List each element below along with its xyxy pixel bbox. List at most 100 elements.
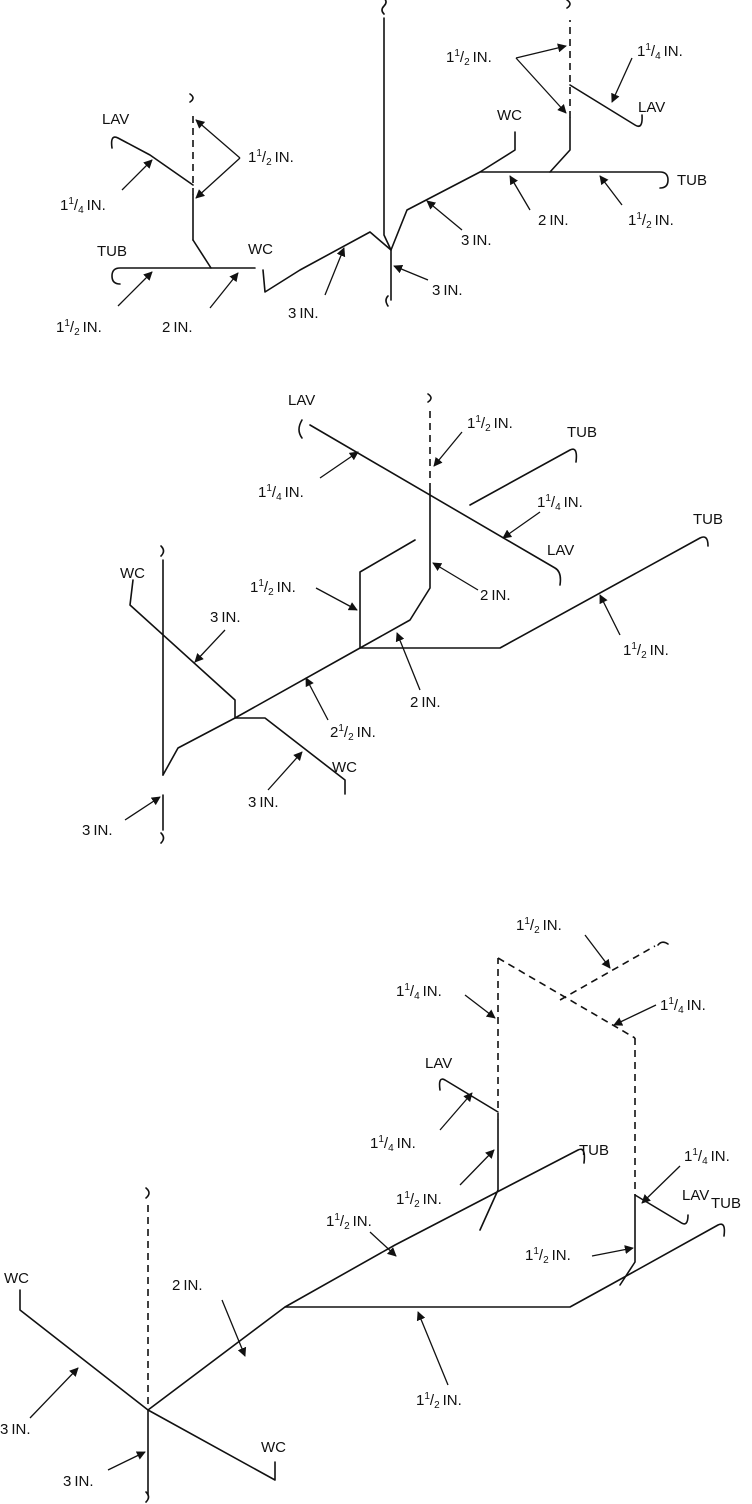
lav-branch-right [634,1194,689,1225]
leader-arrow [426,200,463,231]
svg-text:3IN.: 3IN. [288,305,319,322]
right-stack [549,117,571,173]
svg-text:3IN.: 3IN. [432,282,463,299]
tub-branch-left [111,267,256,285]
fixture-label-wc: WC [4,1270,29,1287]
diagram-1-piping [110,0,669,307]
leader-arrow [395,632,421,691]
leader-arrow [591,1245,634,1257]
svg-text:11/4IN.: 11/4IN. [684,1147,730,1167]
svg-text:11/2IN.: 11/2IN. [516,916,562,936]
break-symbol [385,295,389,307]
lav-branch [309,424,562,586]
svg-text:2IN.: 2IN. [162,319,193,336]
svg-text:11/4IN.: 11/4IN. [370,1134,416,1154]
svg-text:11/2IN.: 11/2IN. [326,1212,372,1232]
fixture-label-tub: TUB [693,511,723,528]
fixture-label-wc: WC [120,565,145,582]
leader-arrow [124,796,161,821]
leader-arrow [502,511,541,539]
svg-text:21/2IN.: 21/2IN. [330,723,376,743]
tub-branch [469,448,578,506]
fixture-label-wc: WC [497,107,522,124]
leader-arrow [509,175,531,211]
leader-arrow [107,1451,146,1471]
lav-branch-left [110,136,194,186]
fixture-label-lav: LAV [102,111,129,128]
diagram-2-piping [129,393,709,844]
break-symbol [566,0,571,9]
lower-branch [284,1223,726,1308]
svg-text:11/4IN.: 11/4IN. [396,982,442,1002]
svg-text:3IN.: 3IN. [63,1473,94,1490]
tub-branch-right [479,171,669,189]
diagram-2-fixture-labels: LAV TUB LAV TUB WC WC [120,392,723,776]
break-symbol [381,0,387,15]
svg-text:11/4IN.: 11/4IN. [660,996,706,1016]
fixture-label-tub: TUB [677,172,707,189]
leader-arrow [459,1149,495,1186]
svg-text:11/4IN.: 11/4IN. [537,493,583,513]
leader-arrow [315,587,358,611]
svg-text:11/4IN.: 11/4IN. [258,483,304,503]
break-symbol [160,545,165,557]
fixture-label-lav: LAV [638,99,665,116]
leader-arrow [369,1231,397,1257]
leader-arrow [439,1092,473,1131]
break-symbol [657,941,669,946]
leader-arrow [319,451,359,479]
svg-text:3IN.: 3IN. [82,822,113,839]
leader-arrow [584,934,611,969]
svg-text:3IN.: 3IN. [461,232,492,249]
break-symbol [189,93,194,103]
break-symbol [145,1491,150,1503]
wc-branch-right [390,131,516,251]
break-symbol [427,393,432,403]
main-stack [383,17,392,301]
diagram-1-fixture-labels: LAV TUB WC WC LAV TUB [97,99,707,260]
svg-text:3IN.: 3IN. [248,794,279,811]
lav-trap [298,419,303,439]
leader-arrow [393,264,429,281]
drop-left [192,239,212,269]
wc-branch-1 [129,579,236,719]
svg-text:11/2IN.: 11/2IN. [623,641,669,661]
svg-text:11/2IN.: 11/2IN. [467,414,513,434]
leader-arrow [121,159,153,191]
building-drain [19,1148,586,1411]
svg-text:11/2IN.: 11/2IN. [248,148,294,168]
break-symbol [145,1187,150,1199]
vent-to-roof [559,945,656,1001]
svg-text:11/2IN.: 11/2IN. [56,318,102,338]
svg-text:2IN.: 2IN. [538,212,569,229]
vent-connector [497,957,636,1039]
leader-arrow [29,1367,79,1419]
riser [359,489,431,649]
leader-arrow [611,57,633,103]
leader-arrow [221,1299,247,1357]
leader-arrow [432,562,479,591]
break-symbol [160,832,165,844]
leader-arrow [515,43,567,59]
